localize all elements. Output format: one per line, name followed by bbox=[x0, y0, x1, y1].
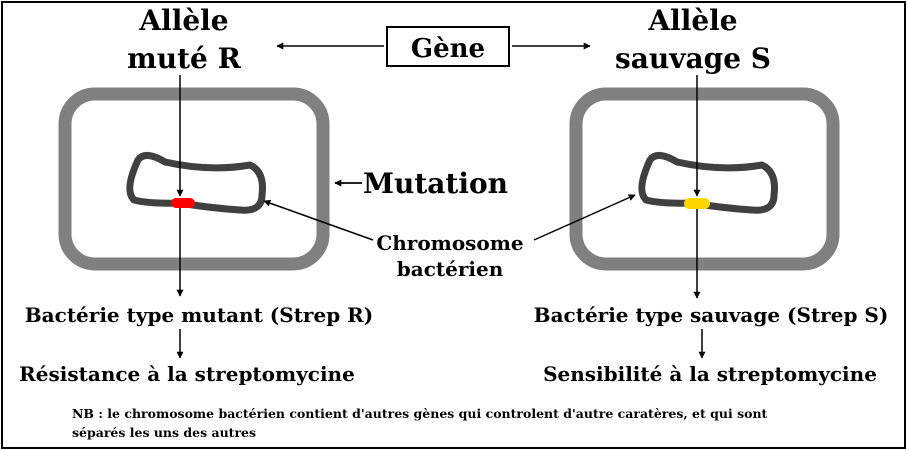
chromosome-label-2: bactérien bbox=[397, 257, 504, 281]
allele-wild-title-1: Allèle bbox=[647, 4, 737, 37]
chromosome-wild bbox=[638, 152, 778, 214]
chromosome-arrow-left bbox=[263, 199, 374, 241]
bacterium-cell-mutant bbox=[58, 87, 330, 271]
bacterium-mutant-label: Bactérie type mutant (Strep R) bbox=[25, 303, 373, 327]
chromosome-mutant bbox=[126, 152, 266, 214]
nb-note-line-1: NB : le chromosome bactérien contient d'… bbox=[72, 406, 768, 421]
allele-mutant-title-2: muté R bbox=[127, 42, 241, 75]
nb-note-line-2: séparés les uns des autres bbox=[72, 425, 256, 440]
allele-wild-marker bbox=[684, 198, 710, 209]
chromosome-arrow-right bbox=[533, 194, 636, 241]
gene-box bbox=[386, 26, 510, 67]
gene-label: Gène bbox=[411, 34, 485, 64]
allele-wild-title-2: sauvage S bbox=[615, 42, 771, 75]
allele-mutant-title-1: Allèle bbox=[138, 4, 228, 37]
mutation-label: Mutation bbox=[363, 167, 508, 200]
bacterium-cell-wild bbox=[569, 87, 840, 271]
allele-mutant-marker bbox=[171, 198, 195, 208]
resistance-label: Résistance à la streptomycine bbox=[19, 362, 355, 386]
chromosome-label-1: Chromosome bbox=[376, 231, 523, 255]
sensitivity-label: Sensibilité à la streptomycine bbox=[543, 362, 877, 386]
bacterium-wild-label: Bactérie type sauvage (Strep S) bbox=[534, 303, 889, 327]
